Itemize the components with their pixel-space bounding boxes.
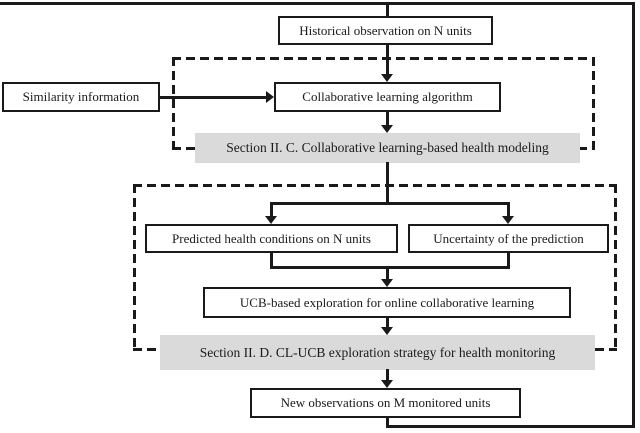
- arrow-similarity-to-collaborative: [160, 96, 266, 99]
- section-d-dashed-border-right: [614, 184, 617, 351]
- arrowhead-into-new-obs: [381, 380, 393, 388]
- arrowhead-into-uncertainty: [502, 216, 514, 224]
- arrow-ucb-to-section-d: [386, 317, 389, 328]
- arrowhead-into-predicted: [265, 216, 277, 224]
- node-similarity-information-label: Similarity information: [22, 89, 140, 105]
- section-c-dashed-border-right: [592, 57, 595, 150]
- branch-line-right: [507, 202, 510, 216]
- node-new-observations: New observations on M monitored units: [250, 388, 521, 418]
- arrowhead-into-section-c: [381, 125, 393, 133]
- line-section-c-to-branch: [386, 162, 389, 205]
- arrow-collaborative-to-section-c: [386, 111, 389, 126]
- node-uncertainty: Uncertainty of the prediction: [408, 224, 609, 253]
- merge-line-left: [270, 252, 273, 269]
- section-c-label-bar: Section II. C. Collaborative learning-ba…: [195, 133, 580, 163]
- feedback-line-right: [632, 2, 635, 428]
- node-similarity-information: Similarity information: [2, 82, 160, 112]
- branch-line-left: [270, 202, 273, 216]
- section-c-label: Section II. C. Collaborative learning-ba…: [226, 140, 549, 155]
- node-collaborative-learning: Collaborative learning algorithm: [274, 82, 501, 112]
- node-uncertainty-label: Uncertainty of the prediction: [433, 230, 584, 246]
- merge-line-right: [507, 252, 510, 269]
- node-new-observations-label: New observations on M monitored units: [280, 395, 491, 411]
- arrow-merge-to-ucb: [386, 266, 389, 280]
- arrow-section-d-to-new-obs: [386, 369, 389, 381]
- node-collaborative-learning-label: Collaborative learning algorithm: [302, 89, 473, 105]
- section-c-dashed-border-top: [172, 57, 595, 60]
- arrowhead-into-section-d: [381, 327, 393, 335]
- feedback-line-bottom: [386, 425, 635, 428]
- section-d-dashed-border-top: [133, 184, 617, 187]
- section-d-dashed-border-left: [133, 184, 136, 351]
- branch-line: [270, 202, 510, 205]
- node-ucb-exploration: UCB-based exploration for online collabo…: [203, 287, 571, 318]
- node-historical-observation-label: Historical observation on N units: [299, 22, 472, 38]
- node-historical-observation: Historical observation on N units: [278, 16, 493, 45]
- node-predicted-health-label: Predicted health conditions on N units: [172, 230, 371, 246]
- arrow-historical-to-collaborative: [386, 44, 389, 75]
- feedback-line-into-historical: [386, 2, 389, 17]
- section-d-label: Section II. D. CL-UCB exploration strate…: [199, 344, 556, 360]
- arrowhead-into-collaborative: [381, 74, 393, 82]
- arrowhead-into-ucb: [381, 279, 393, 287]
- section-c-dashed-border-left: [172, 57, 175, 150]
- node-predicted-health: Predicted health conditions on N units: [145, 224, 398, 253]
- feedback-line-down: [386, 416, 389, 428]
- arrowhead-into-collaborative-left: [266, 91, 274, 103]
- feedback-line-top: [0, 2, 635, 5]
- merge-line: [270, 266, 510, 269]
- section-d-label-bar: Section II. D. CL-UCB exploration strate…: [160, 335, 595, 370]
- node-ucb-exploration-label: UCB-based exploration for online collabo…: [239, 294, 535, 310]
